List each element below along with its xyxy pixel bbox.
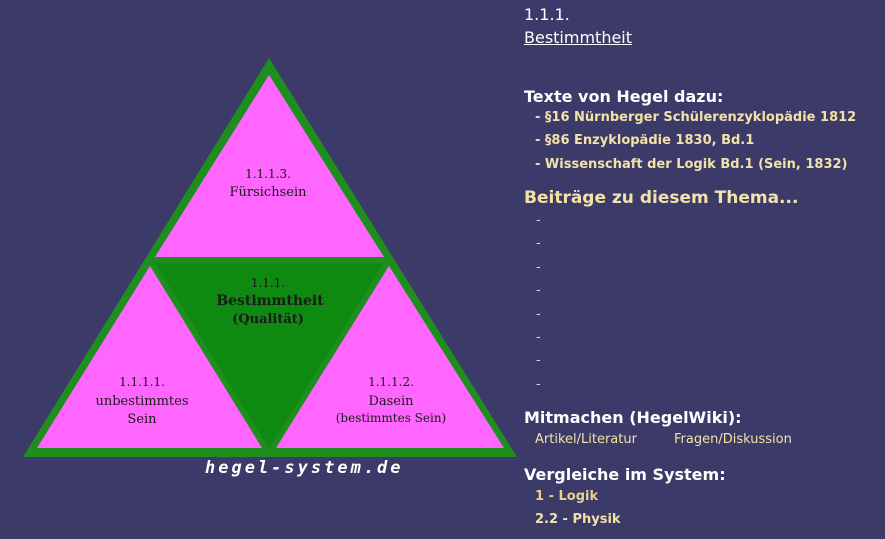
beitrag-dash: - [536,283,541,298]
top-number: 1.1.1.3. [245,167,291,181]
link-enzyklopaedie[interactable]: - §86 Enzyklopädie 1830, Bd.1 [535,133,755,148]
center-number: 1.1.1. [251,276,285,290]
beitrag-dash: - [536,330,541,345]
texte-heading: Texte von Hegel dazu: [524,87,724,106]
mitmachen-heading: Mitmachen (HegelWiki): [524,408,742,427]
link-wissenschaft-logik[interactable]: - Wissenschaft der Logik Bd.1 (Sein, 183… [535,157,848,172]
link-nuernberger[interactable]: - §16 Nürnberger Schülerenzyklopädie 181… [535,110,857,125]
right-label-2: (bestimmtes Sein) [336,411,447,425]
link-artikel-literatur[interactable]: Artikel/Literatur [535,432,637,447]
section-title-link[interactable]: Bestimmtheit [524,28,633,47]
beitrag-dash: - [536,213,541,228]
site-name: hegel-system.de [205,458,404,478]
beitrag-dash: - [536,353,541,368]
triangle-fuersichsein[interactable] [155,75,384,257]
beitrag-dash: - [536,260,541,275]
link-physik[interactable]: 2.2 - Physik [535,512,621,527]
triangle-bestimmtheit[interactable] [155,263,384,449]
vergleiche-heading: Vergleiche im System: [524,465,726,484]
section-number: 1.1.1. [524,5,570,24]
center-sub: (Qualität) [232,312,304,327]
triangle-dasein[interactable] [276,266,504,448]
right-number: 1.1.1.2. [368,375,414,389]
top-label: Fürsichsein [230,185,308,200]
link-fragen-diskussion[interactable]: Fragen/Diskussion [674,432,792,447]
beitraege-heading[interactable]: Beiträge zu diesem Thema... [524,188,799,208]
beitrag-dash: - [536,377,541,392]
beitrag-dash: - [536,236,541,251]
triangle-diagram: 1.1.1.3. Fürsichsein 1.1.1. Bestimmtheit… [23,58,517,457]
triangle-unbestimmtes-sein[interactable] [37,266,262,448]
left-number: 1.1.1.1. [119,375,165,389]
center-label: Bestimmtheit [216,293,324,309]
left-label-1: unbestimmtes [95,394,188,409]
left-label-2: Sein [127,412,157,427]
beitrag-dash: - [536,307,541,322]
right-label-1: Dasein [368,394,414,409]
link-logik[interactable]: 1 - Logik [535,489,599,504]
